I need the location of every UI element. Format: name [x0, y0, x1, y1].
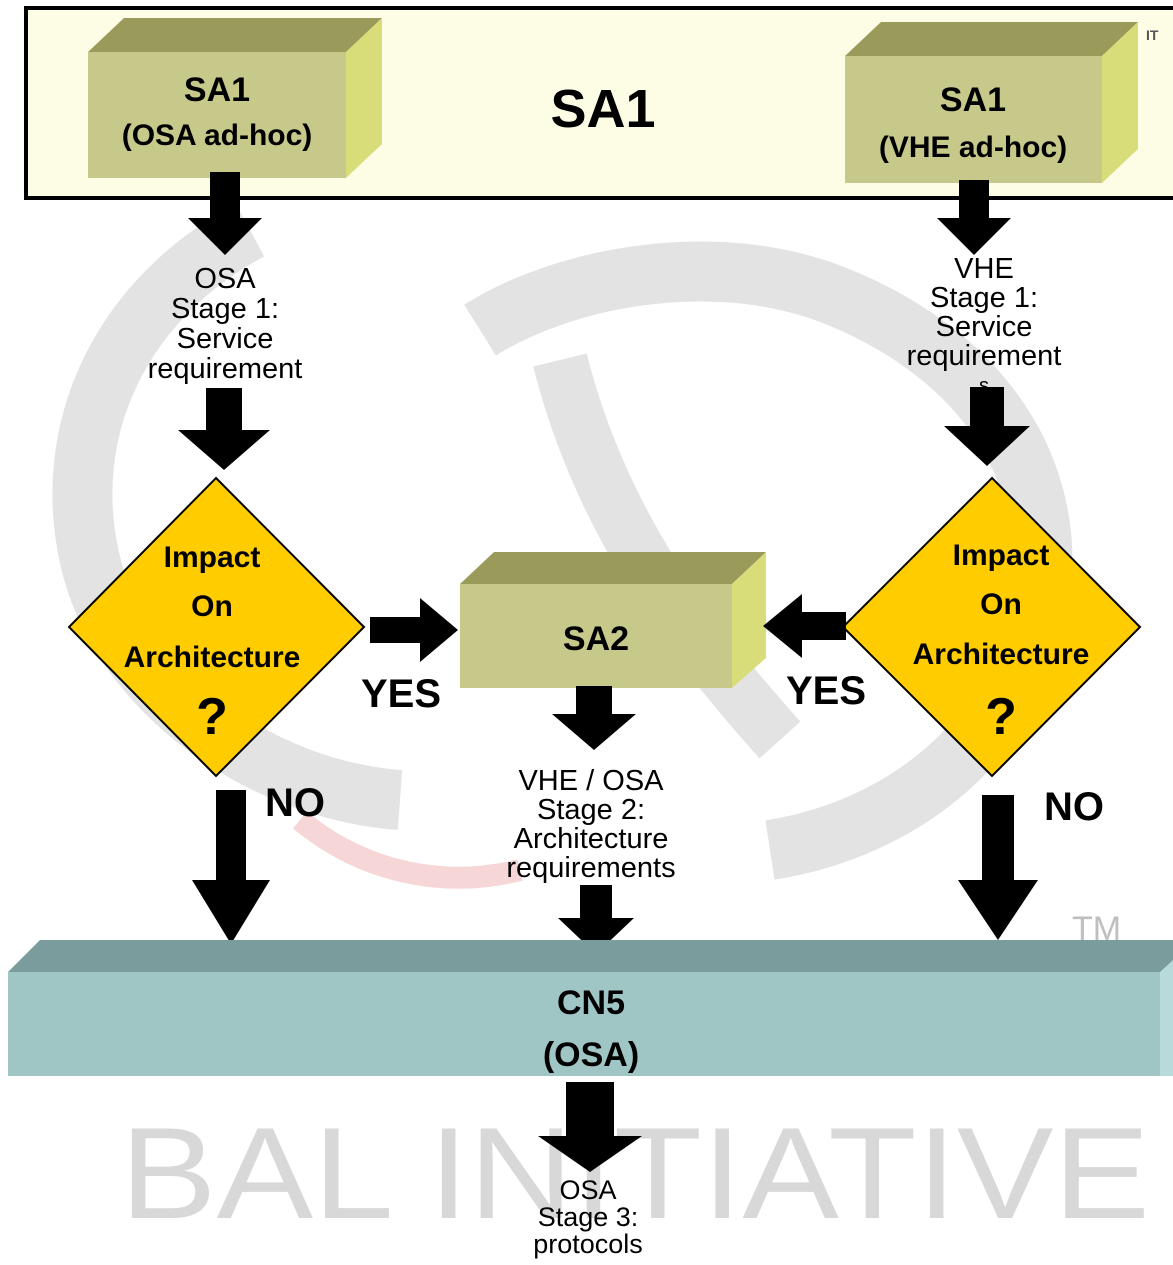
sa1-osa-subtitle: (OSA ad-hoc): [122, 119, 313, 152]
cn5-subtitle: (OSA): [543, 1036, 639, 1074]
decision-left: Impact On Architecture ?: [67, 476, 366, 778]
decision-right: Impact On Architecture ?: [841, 476, 1142, 778]
watermark-letters: BAL INITIATIVE: [120, 1100, 1150, 1246]
svg-text:?: ?: [196, 688, 228, 746]
yes-right-label: YES: [786, 669, 866, 713]
arrow-yes-right: [763, 594, 846, 658]
yes-left-label: YES: [361, 672, 441, 716]
sa1-vhe-title: SA1: [940, 81, 1006, 119]
sa1-vhe-subtitle: (VHE ad-hoc): [879, 131, 1067, 164]
header-title: SA1: [550, 79, 655, 139]
arrow-osa-stage1-down: [178, 388, 270, 470]
arrow-sa2-down: [552, 686, 636, 750]
stage2-text: VHE / OSA Stage 2: Architecture requirem…: [506, 765, 675, 884]
arrow-stage2-down: [558, 885, 634, 954]
cn5-box: CN5 (OSA): [8, 940, 1173, 1076]
no-right-label: NO: [1044, 785, 1104, 829]
svg-text:protocols: protocols: [533, 1229, 643, 1259]
svg-text:requirement: requirement: [148, 353, 303, 385]
svg-text:Architecture: Architecture: [913, 638, 1090, 671]
svg-text:Stage 3:: Stage 3:: [538, 1202, 639, 1232]
sa1-osa-box: SA1 (OSA ad-hoc): [88, 18, 382, 178]
svg-text:Architecture: Architecture: [514, 823, 669, 855]
svg-text:OSA: OSA: [194, 263, 256, 295]
svg-text:On: On: [191, 590, 233, 623]
arrow-no-right: [958, 795, 1038, 940]
sa2-box: SA2: [460, 552, 766, 688]
arrow-cn5-down: [538, 1082, 642, 1172]
arrow-sa1-vhe-down: [937, 180, 1011, 255]
svg-text:On: On: [980, 588, 1022, 621]
arrow-no-left: [192, 790, 270, 944]
svg-text:Stage 1:: Stage 1:: [930, 282, 1038, 314]
svg-text:Service: Service: [177, 323, 274, 355]
svg-text:Impact: Impact: [164, 541, 261, 574]
arrow-yes-left: [370, 598, 458, 662]
no-left-label: NO: [265, 781, 325, 825]
svg-text:Stage 1:: Stage 1:: [171, 293, 279, 325]
svg-text:Service: Service: [936, 311, 1033, 343]
svg-text:requirements: requirements: [506, 852, 675, 884]
arrow-sa1-osa-down: [188, 172, 262, 255]
svg-text:Impact: Impact: [953, 539, 1050, 572]
sa1-osa-title: SA1: [184, 71, 250, 109]
svg-text:requirement: requirement: [907, 340, 1062, 372]
svg-text:Stage 2:: Stage 2:: [537, 794, 645, 826]
svg-text:VHE: VHE: [954, 253, 1014, 285]
cn5-title: CN5: [557, 984, 625, 1022]
stage3-text: OSA Stage 3: protocols: [533, 1175, 643, 1259]
svg-text:s: s: [979, 375, 989, 397]
svg-text:?: ?: [985, 688, 1017, 746]
svg-text:Architecture: Architecture: [124, 641, 301, 674]
sa2-label: SA2: [563, 620, 629, 658]
watermark-text: BAL INITIATIVE TM: [120, 910, 1150, 1246]
arrow-vhe-stage1-down: [944, 387, 1030, 466]
osa-stage1-text: OSA Stage 1: Service requirement: [148, 263, 303, 385]
vhe-stage1-text: VHE Stage 1: Service requirement s: [907, 253, 1062, 397]
svg-text:VHE / OSA: VHE / OSA: [518, 765, 664, 797]
header-corner-text: IT: [1146, 27, 1159, 43]
svg-text:OSA: OSA: [559, 1175, 616, 1205]
sa1-vhe-box: SA1 (VHE ad-hoc): [845, 22, 1138, 183]
